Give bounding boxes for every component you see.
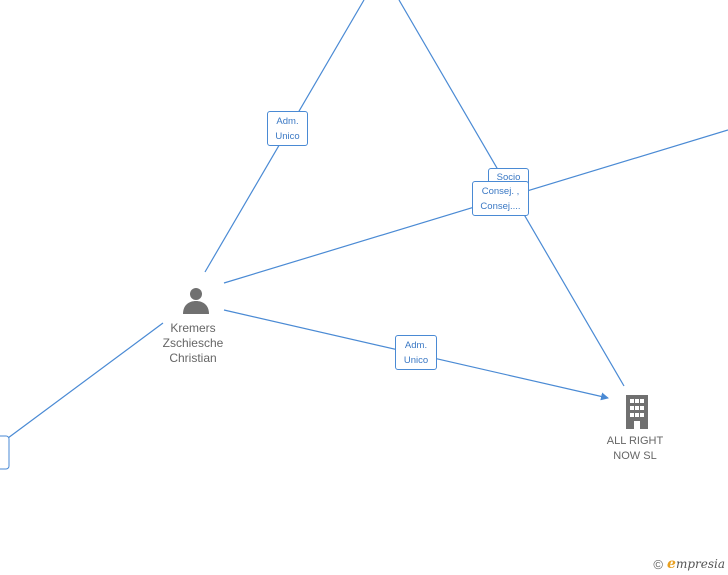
partial-node-bottom-left[interactable] xyxy=(0,435,10,470)
edge-label-adm-unico-bottom[interactable]: Adm. Unico xyxy=(395,335,437,370)
brand-watermark: © empresia xyxy=(653,556,725,572)
copyright-symbol: © xyxy=(653,556,664,572)
building-icon[interactable] xyxy=(623,394,651,430)
edge-person-to-bottom-left-node xyxy=(7,322,164,439)
empresia-logo: empresia xyxy=(667,556,725,572)
edge-label-consej[interactable]: Consej. , Consej.... xyxy=(472,181,529,216)
person-node-label[interactable]: Kremers Zschiesche Christian xyxy=(162,321,224,365)
edge-label-adm-unico-top[interactable]: Adm. Unico xyxy=(267,111,308,146)
person-icon[interactable] xyxy=(181,285,211,315)
company-node-label[interactable]: ALL RIGHT NOW SL xyxy=(606,435,664,462)
